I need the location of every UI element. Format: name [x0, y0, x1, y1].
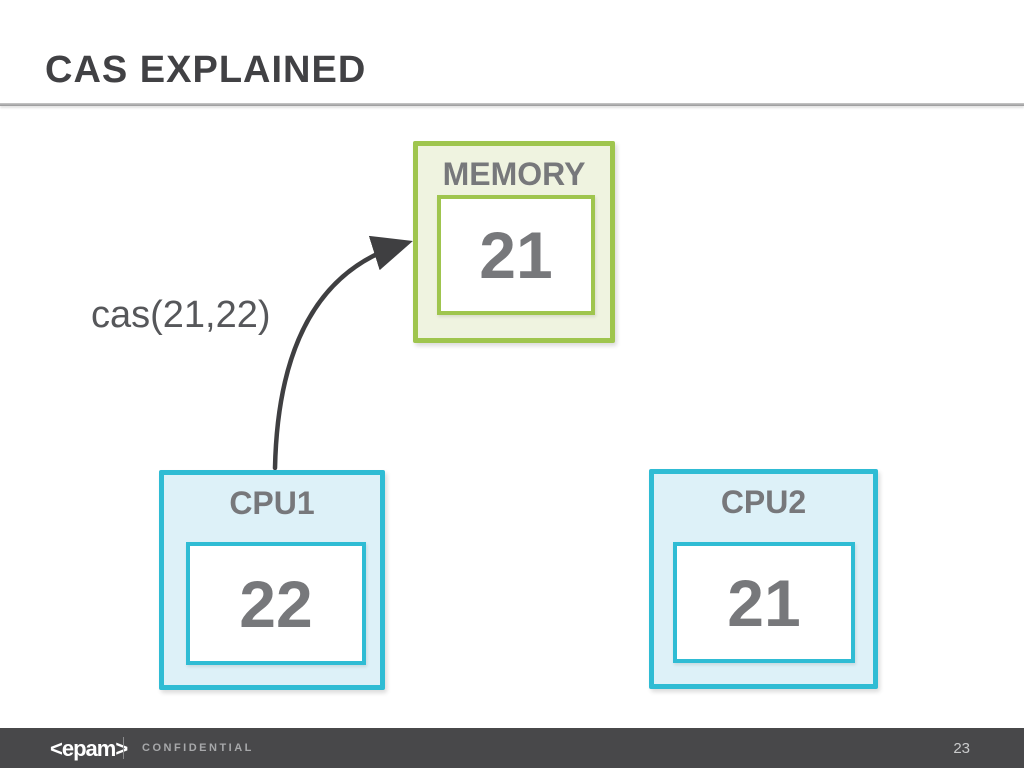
cpu2-box-label: CPU2 — [720, 484, 807, 520]
page-number: 23 — [953, 740, 970, 757]
cpu2-value: 21 — [673, 542, 855, 663]
footer-bar: <epam> CONFIDENTIAL 23 — [0, 728, 1024, 768]
page-title: CAS EXPLAINED — [45, 49, 367, 92]
memory-box: MEMORY 21 — [413, 141, 615, 343]
cpu1-box-label: CPU1 — [229, 485, 315, 521]
memory-box-label: MEMORY — [442, 156, 586, 192]
cpu1-value: 22 — [186, 542, 366, 665]
memory-value: 21 — [437, 195, 595, 315]
title-divider — [0, 103, 1024, 106]
confidential-label: CONFIDENTIAL — [142, 742, 254, 754]
cpu2-box: CPU2 21 — [649, 469, 878, 689]
footer-divider — [123, 737, 124, 759]
epam-logo: <epam> — [50, 736, 128, 761]
cpu1-box: CPU1 22 — [159, 470, 385, 690]
cas-call-label: cas(21,22) — [91, 294, 271, 336]
